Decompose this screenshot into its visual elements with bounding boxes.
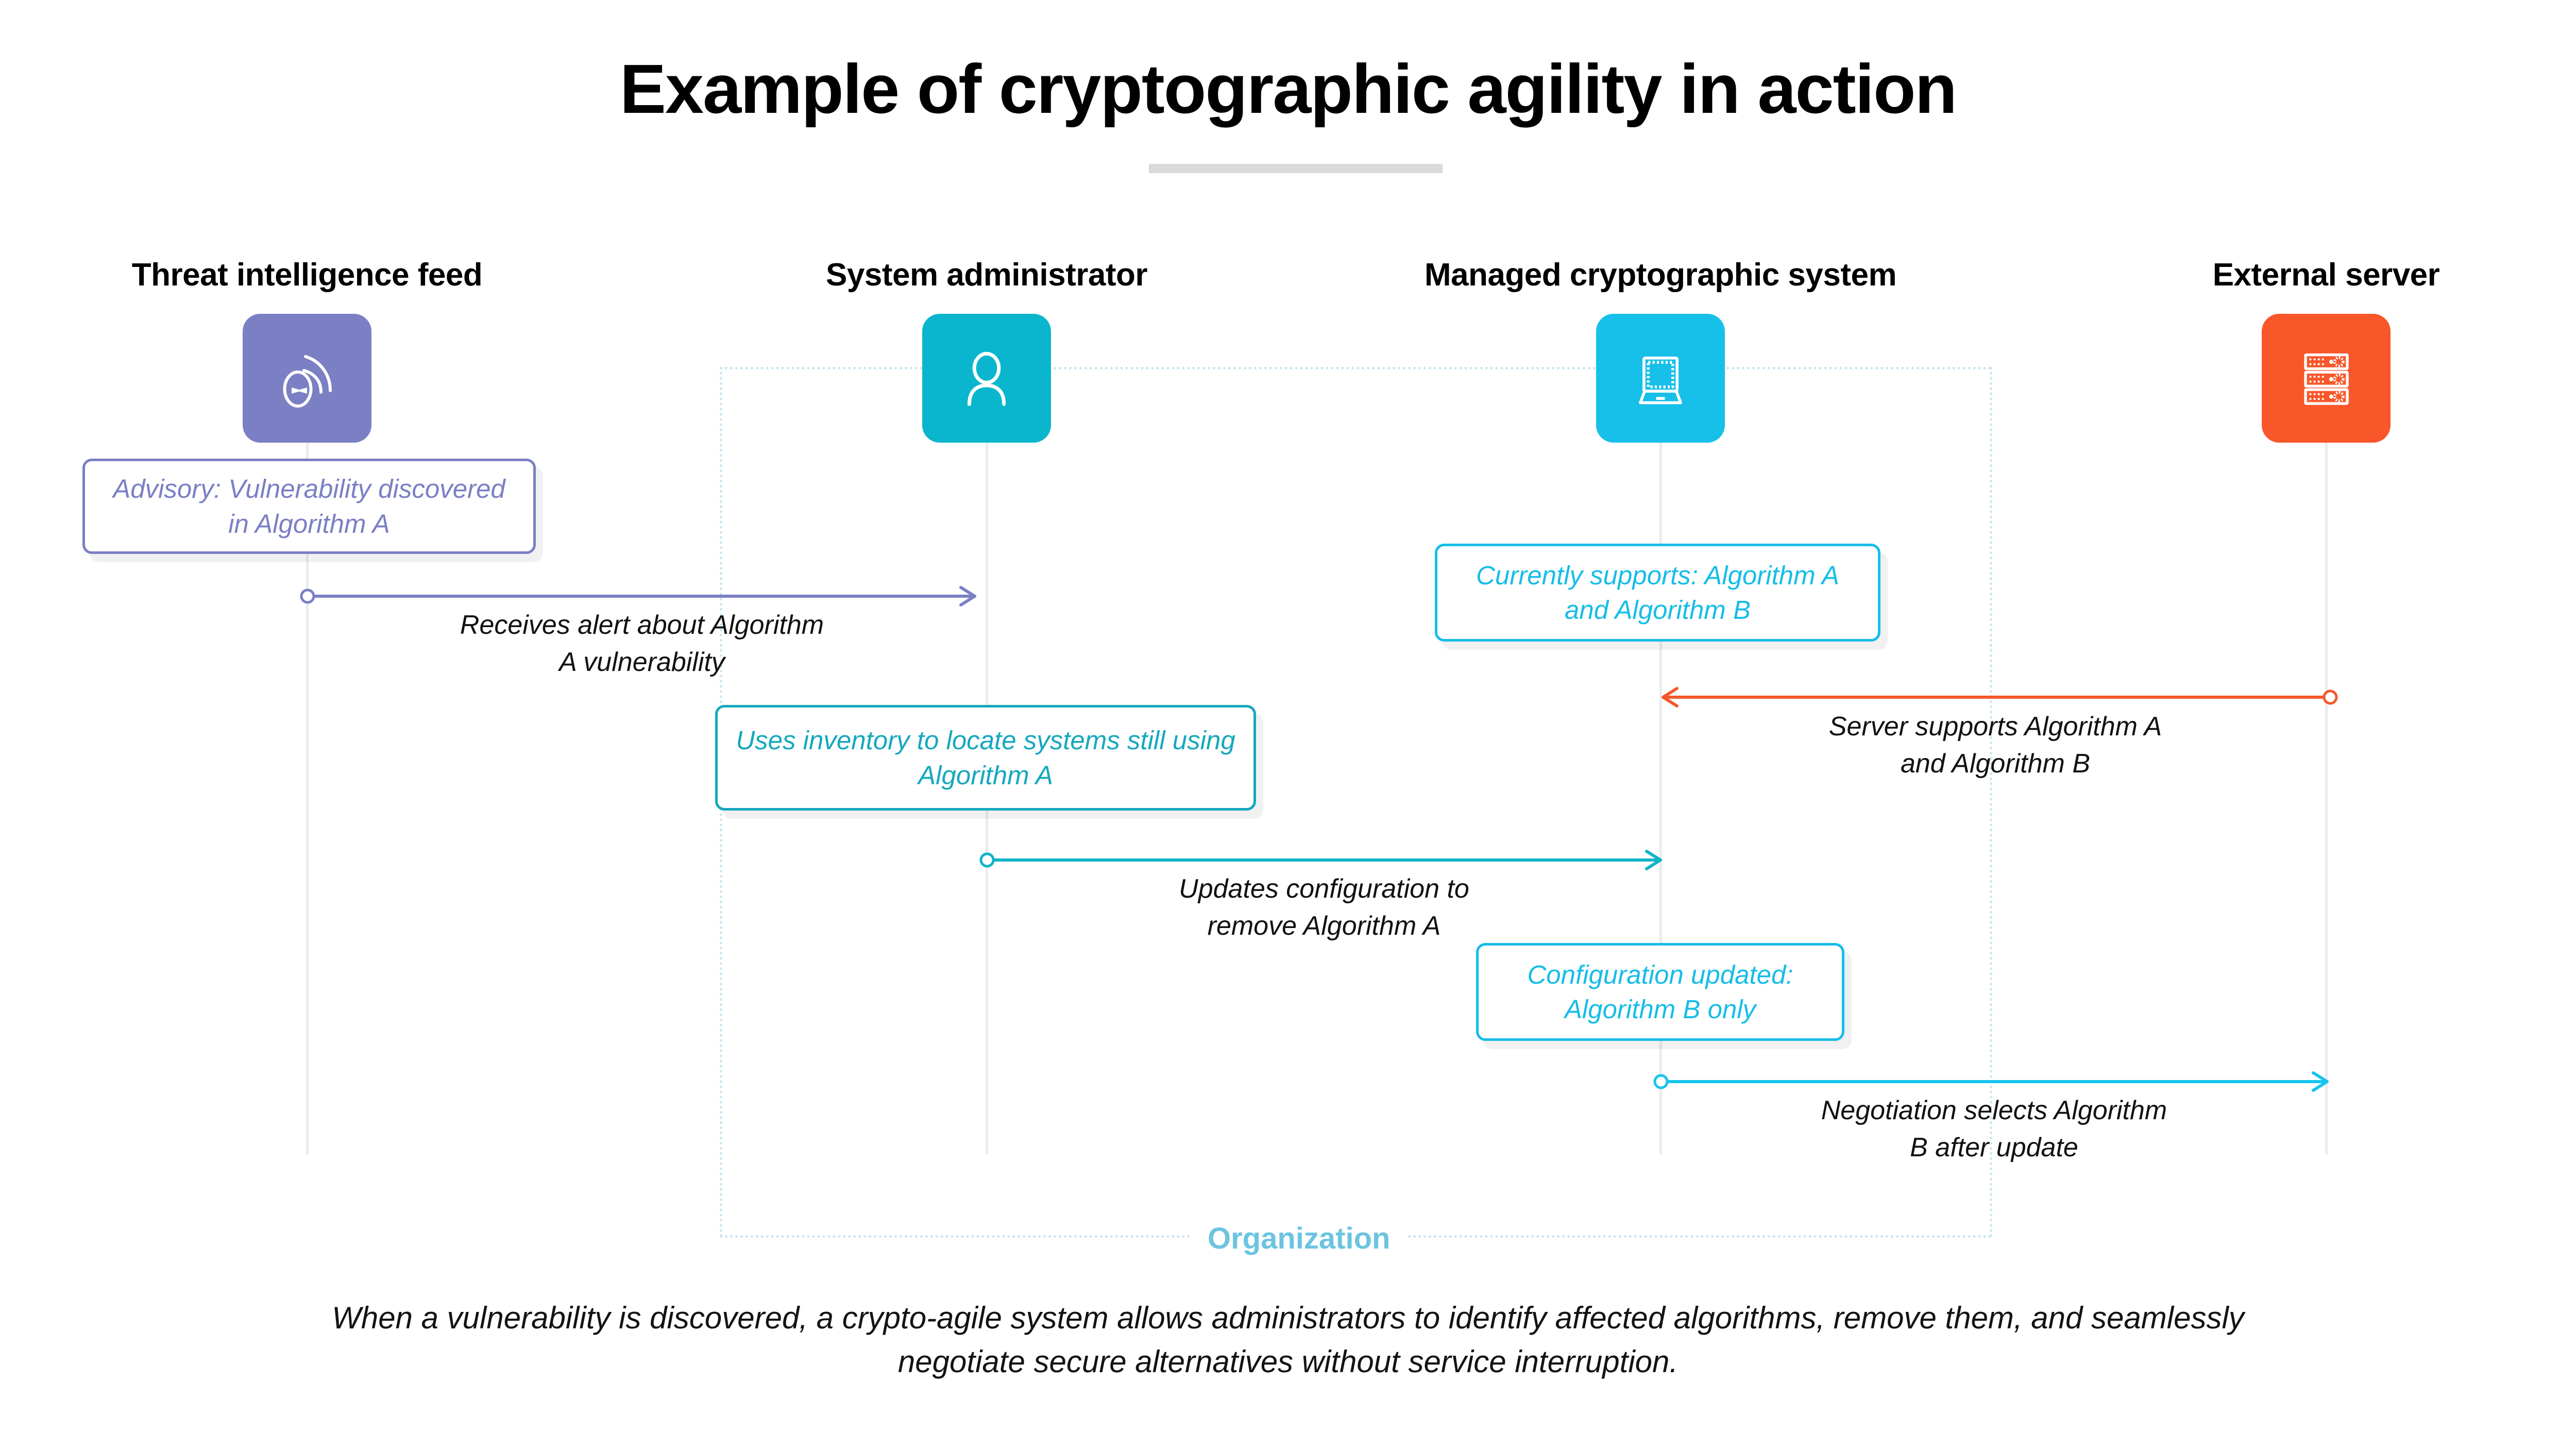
lifeline-managed-cryptographic-system bbox=[1659, 392, 1662, 1154]
actor-threat-intelligence-feed[interactable]: Threat intelligence feed bbox=[49, 257, 565, 443]
note-inventory: Uses inventory to locate systems still u… bbox=[715, 705, 1256, 811]
message-label-negotiation-selects: Negotiation selects Algorithm B after up… bbox=[1821, 1096, 2167, 1162]
message-label-updates-configuration: Updates configuration to remove Algorith… bbox=[1179, 874, 1469, 941]
note-inventory-text: Uses inventory to locate systems still u… bbox=[736, 726, 1235, 790]
server-rack-icon bbox=[2262, 314, 2391, 443]
message-label-receives-alert: Receives alert about Algorithm A vulnera… bbox=[460, 610, 824, 677]
laptop-icon bbox=[1596, 314, 1725, 443]
page-title: Example of cryptographic agility in acti… bbox=[619, 50, 1957, 128]
threat-radar-icon bbox=[243, 314, 371, 443]
note-configuration-updated: Configuration updated: Algorithm B only bbox=[1476, 943, 1844, 1041]
note-configuration-updated-text: Configuration updated: Algorithm B only bbox=[1527, 959, 1793, 1024]
note-advisory-text: Advisory: Vulnerability discovered in Al… bbox=[113, 474, 505, 538]
title-underline-rule bbox=[1149, 164, 1443, 173]
note-currently-supports-text: Currently supports: Algorithm A and Algo… bbox=[1476, 560, 1839, 625]
message-updates-configuration bbox=[978, 849, 1674, 871]
message-server-supports bbox=[1654, 686, 2344, 709]
note-currently-supports: Currently supports: Algorithm A and Algo… bbox=[1435, 544, 1880, 642]
actor-system-administrator[interactable]: System administrator bbox=[729, 257, 1244, 443]
message-receives-alert bbox=[299, 585, 989, 608]
message-negotiation-selects bbox=[1652, 1070, 2343, 1093]
actor-managed-cryptographic-system[interactable]: Managed cryptographic system bbox=[1403, 257, 1918, 443]
user-icon bbox=[922, 314, 1051, 443]
lifeline-threat-intelligence-feed bbox=[306, 392, 309, 1154]
message-label-server-supports: Server supports Algorithm A and Algorith… bbox=[1828, 712, 2162, 779]
actor-label-threat-intelligence-feed: Threat intelligence feed bbox=[131, 257, 483, 293]
organization-label: Organization bbox=[1190, 1221, 1408, 1256]
note-advisory: Advisory: Vulnerability discovered in Al… bbox=[82, 459, 536, 554]
lifeline-external-server bbox=[2325, 392, 2328, 1154]
actor-label-external-server: External server bbox=[2212, 257, 2440, 293]
actor-external-server[interactable]: External server bbox=[2069, 257, 2576, 443]
footer-caption: When a vulnerability is discovered, a cr… bbox=[332, 1301, 2244, 1379]
actor-label-managed-cryptographic-system: Managed cryptographic system bbox=[1424, 257, 1897, 293]
actor-label-system-administrator: System administrator bbox=[826, 257, 1148, 293]
